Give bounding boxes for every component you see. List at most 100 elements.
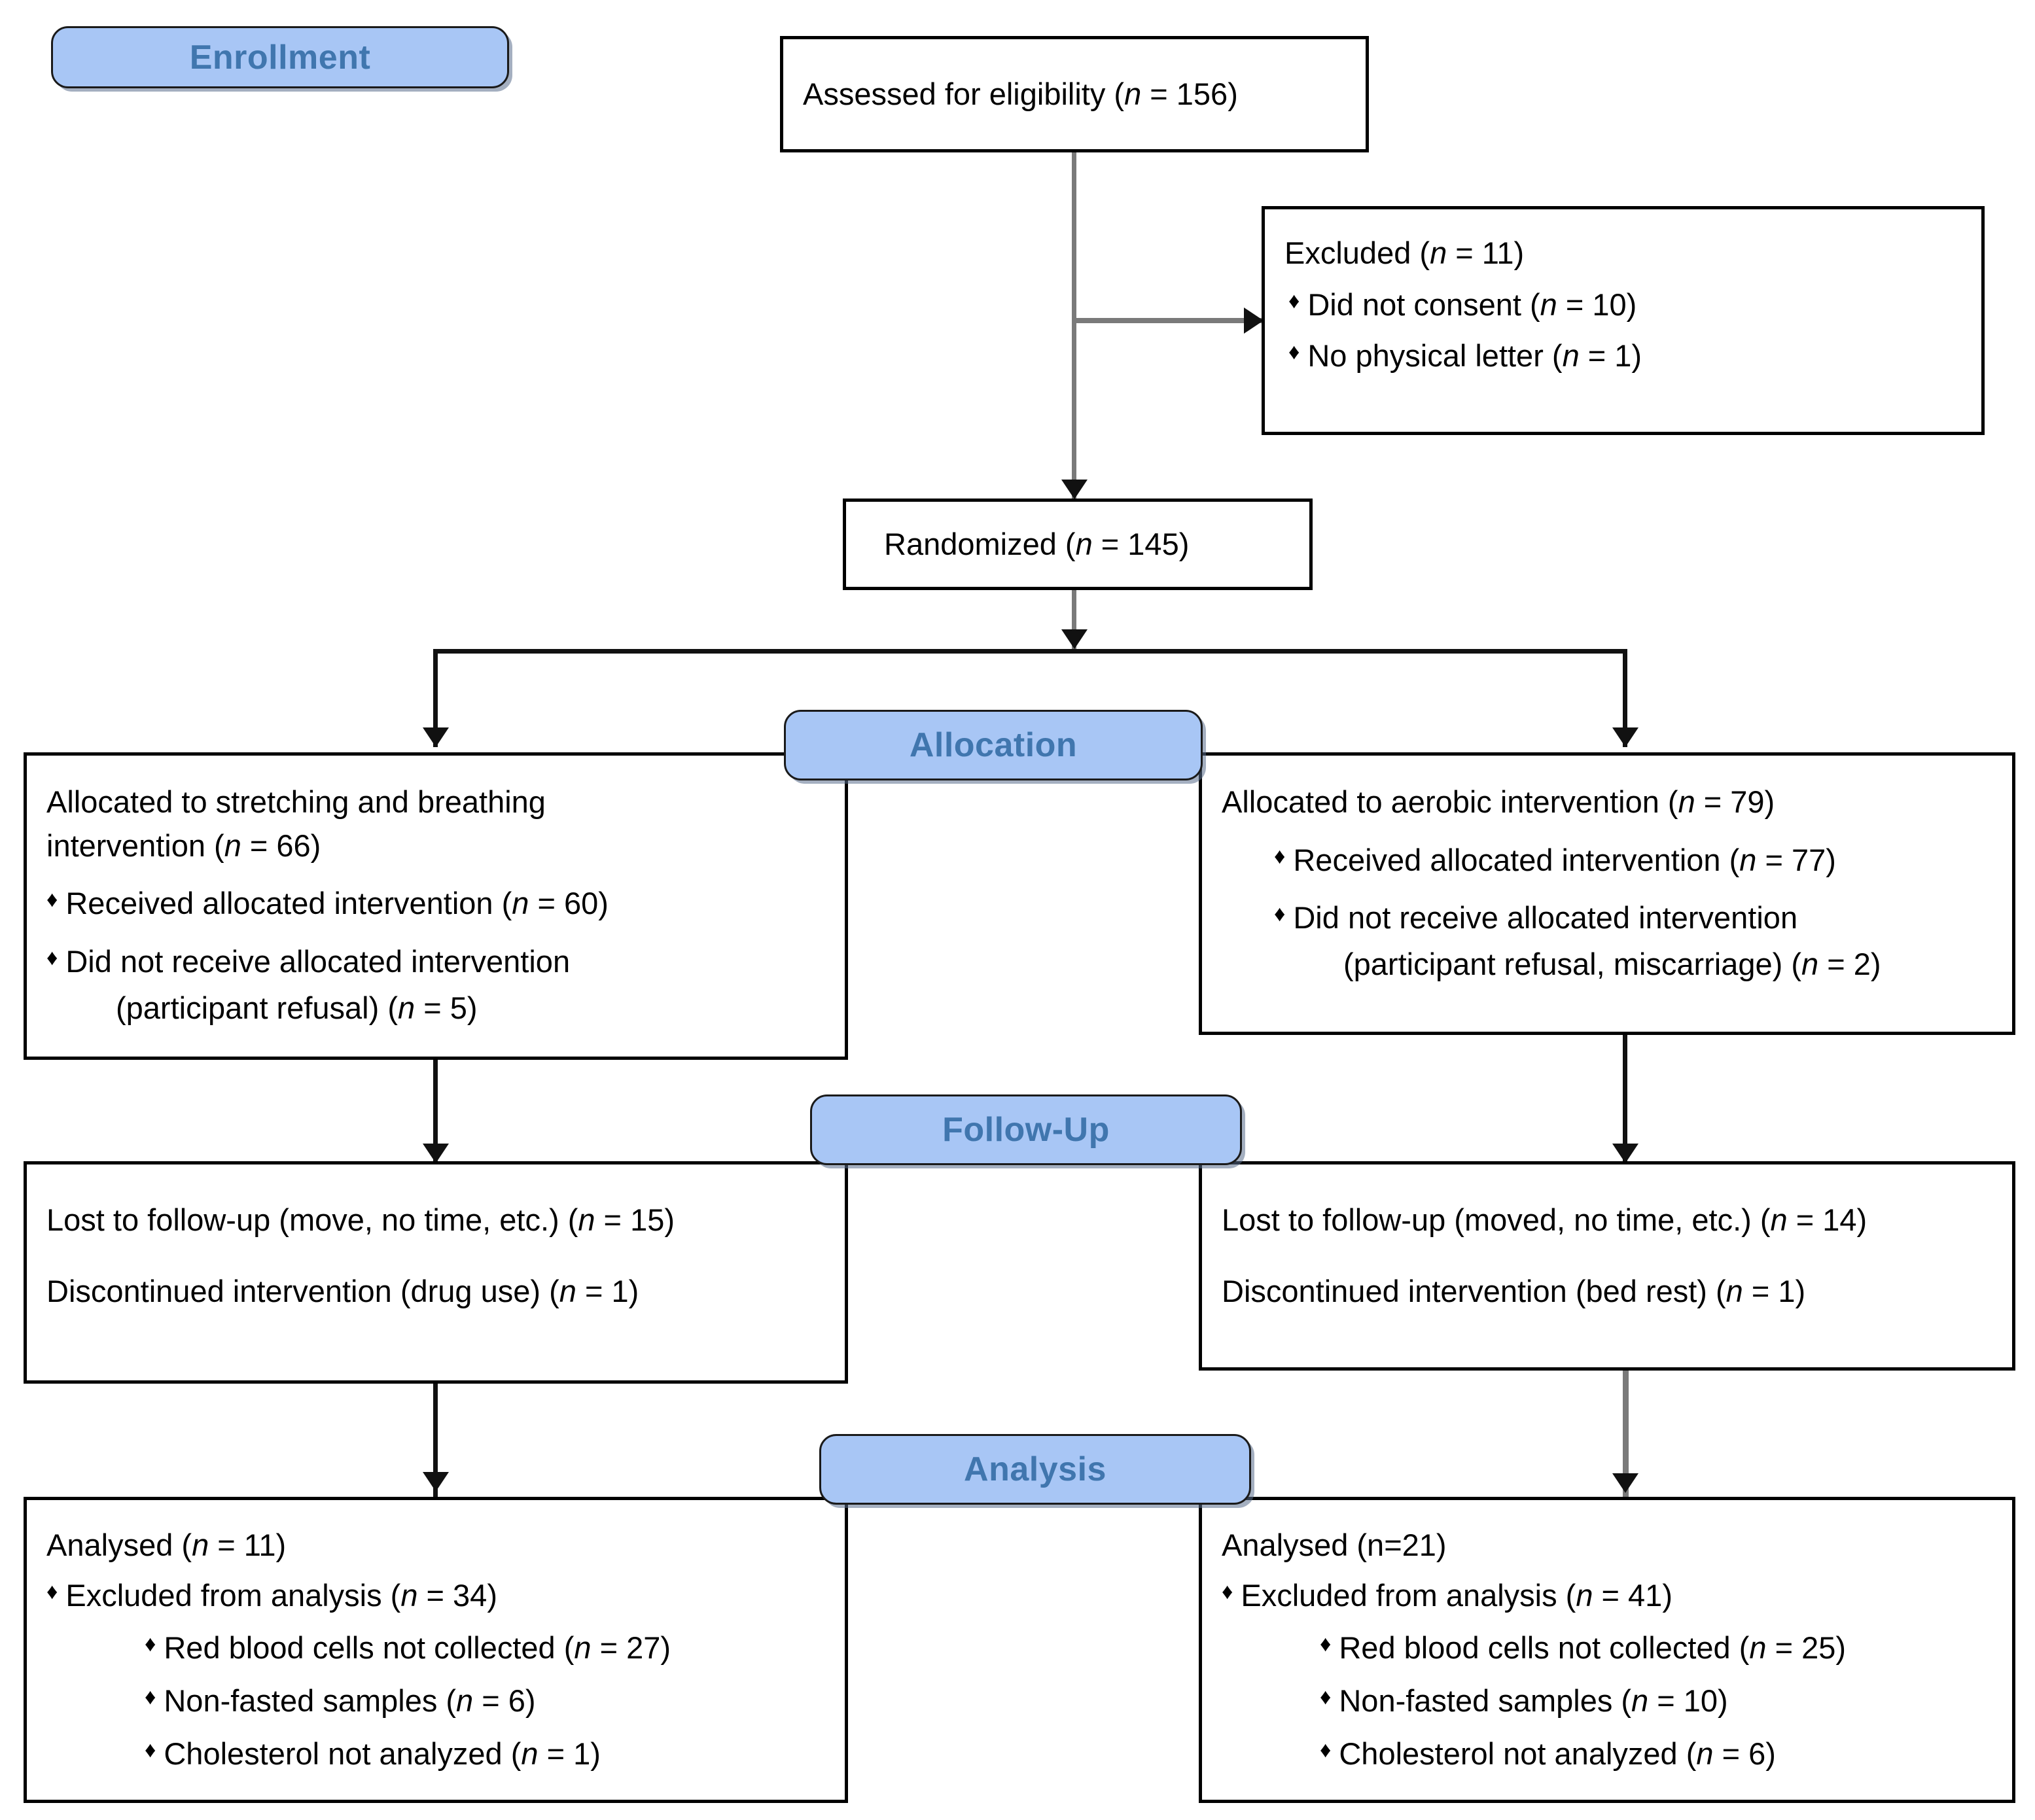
excluded-item: ♦ Did not consent (n = 10) (1288, 283, 1962, 327)
analysis-left-sub-0-tail: = 27) (591, 1630, 671, 1666)
allocation-left-title-tail: = 66) (241, 828, 321, 863)
allocation-right-cont-lead: (participant refusal, miscarriage) ( (1343, 947, 1801, 982)
stage-badge-analysis: Analysis (819, 1434, 1251, 1505)
spacer (46, 1242, 825, 1270)
excluded-item-1-tail: = 1) (1579, 338, 1642, 374)
assessed-n-italic: n (1124, 76, 1142, 111)
followup-right-line1-lead: Lost to follow-up (moved, no time, etc.)… (1222, 1202, 1771, 1237)
excluded-title: Excluded (n = 11) (1284, 232, 1962, 275)
allocation-left-item-0-tail: = 60) (529, 886, 609, 921)
allocation-left-item: ♦ Did not receive allocated intervention (46, 940, 825, 984)
allocation-right-cont-n-italic: n (1801, 947, 1819, 982)
connector-randomized-to-split (1072, 590, 1076, 649)
box-excluded: Excluded (n = 11) ♦ Did not consent (n =… (1262, 206, 1985, 435)
analysis-left-sub-item: ♦ Cholesterol not analyzed (n = 1) (145, 1732, 825, 1776)
diamond-bullet-icon: ♦ (46, 887, 58, 913)
box-followup-right: Lost to follow-up (moved, no time, etc.)… (1199, 1161, 2015, 1371)
connector-to-excluded (1074, 318, 1264, 323)
analysis-right-sub-0-lead: Red blood cells not collected ( (1339, 1630, 1750, 1666)
stage-badge-allocation: Allocation (784, 710, 1203, 780)
analysis-right-sub-1-n-italic: n (1631, 1683, 1649, 1719)
arrowhead-randomized-split (1061, 629, 1088, 649)
allocation-right-title-n-italic: n (1678, 784, 1695, 819)
analysis-right-sub-1-text: Non-fasted samples (n = 10) (1339, 1679, 1727, 1723)
arrowhead-followup-left (423, 1144, 449, 1163)
diamond-bullet-icon: ♦ (46, 945, 58, 971)
allocation-left-item-0-n-italic: n (512, 886, 529, 921)
connector-assessed-to-randomized (1072, 152, 1076, 499)
diamond-bullet-icon: ♦ (145, 1685, 156, 1710)
allocation-left-item: ♦ Received allocated intervention (n = 6… (46, 882, 825, 926)
followup-right-line1-tail: = 14) (1787, 1202, 1867, 1237)
followup-right-line2-n-italic: n (1725, 1273, 1743, 1308)
analysis-left-sub-2-text: Cholesterol not analyzed (n = 1) (164, 1732, 601, 1776)
analysis-right-excluded-lead: Excluded from analysis ( (1241, 1577, 1576, 1613)
analysis-right-sub-2-n-italic: n (1696, 1736, 1714, 1771)
excluded-title-tail: = 11) (1447, 236, 1525, 270)
diamond-bullet-icon: ♦ (1274, 901, 1286, 927)
followup-left-line2-tail: = 1) (576, 1273, 639, 1308)
allocation-left-title-line1: Allocated to stretching and breathing (46, 784, 546, 819)
spacer (1222, 1242, 1992, 1270)
followup-left-line2-lead: Discontinued intervention (drug use) ( (46, 1273, 559, 1308)
followup-left-line1-tail: = 15) (595, 1202, 675, 1237)
followup-right-line2: Discontinued intervention (bed rest) (n … (1222, 1270, 1992, 1314)
analysis-right-excluded: ♦ Excluded from analysis (n = 41) (1222, 1574, 1992, 1618)
analysis-left-sub-0-n-italic: n (574, 1630, 592, 1666)
followup-left-line2-n-italic: n (559, 1273, 576, 1308)
arrowhead-analysis-right (1612, 1473, 1638, 1493)
allocation-left-title-line2: intervention (n = 66) (46, 824, 825, 868)
box-allocation-right: Allocated to aerobic intervention (n = 7… (1199, 752, 2015, 1035)
stage-badge-enrollment-label: Enrollment (189, 38, 371, 77)
followup-right-line1-n-italic: n (1770, 1202, 1788, 1237)
allocation-left-cont-lead: (participant refusal) ( (116, 990, 398, 1025)
excluded-item-0-lead: Did not consent ( (1307, 287, 1540, 322)
diamond-bullet-icon: ♦ (1288, 288, 1300, 313)
box-randomized: Randomized (n = 145) (843, 499, 1313, 590)
assessed-lead: Assessed for eligibility ( (803, 76, 1125, 111)
allocation-right-item-0-tail: = 77) (1756, 842, 1836, 877)
followup-left-line1: Lost to follow-up (move, no time, etc.) … (46, 1199, 825, 1242)
allocation-right-cont-tail: = 2) (1818, 947, 1881, 982)
excluded-title-n-italic: n (1430, 236, 1447, 270)
box-analysis-left: Analysed (n = 11) ♦ Excluded from analys… (24, 1497, 848, 1803)
allocation-right-title-tail: = 79) (1695, 784, 1775, 819)
analysis-right-title: Analysed (n=21) (1222, 1528, 1447, 1562)
allocation-right-title: Allocated to aerobic intervention (n = 7… (1222, 780, 1992, 824)
arrowhead-followup-right (1612, 1144, 1638, 1163)
analysis-right-sub-2-tail: = 6) (1713, 1736, 1776, 1771)
assessed-tail: = 156) (1141, 76, 1238, 111)
diamond-bullet-icon: ♦ (1320, 1737, 1332, 1762)
box-analysis-right: Analysed (n=21) ♦ Excluded from analysis… (1199, 1497, 2015, 1803)
allocation-right-item-1-continuation: (participant refusal, miscarriage) (n = … (1343, 943, 1992, 987)
stage-badge-analysis-label: Analysis (964, 1450, 1106, 1488)
excluded-item-text: Did not consent (n = 10) (1307, 283, 1637, 327)
connector-split-left-leg (433, 649, 438, 747)
allocation-left-cont-n-italic: n (398, 990, 416, 1025)
connector-split-right-leg (1623, 649, 1627, 747)
box-followup-left: Lost to follow-up (move, no time, etc.) … (24, 1161, 848, 1384)
analysis-left-title-tail: = 11) (209, 1528, 287, 1562)
analysis-right-sub-0-tail: = 25) (1766, 1630, 1847, 1666)
stage-badge-allocation-label: Allocation (909, 726, 1078, 764)
analysis-right-sub-2-text: Cholesterol not analyzed (n = 6) (1339, 1732, 1776, 1776)
allocation-right-title-lead: Allocated to aerobic intervention ( (1222, 784, 1678, 819)
allocation-right-item-0-lead: Received allocated intervention ( (1293, 842, 1740, 877)
followup-left-line2: Discontinued intervention (drug use) (n … (46, 1270, 825, 1314)
excluded-item-text: No physical letter (n = 1) (1307, 334, 1642, 378)
analysis-right-sub-2-lead: Cholesterol not analyzed ( (1339, 1736, 1697, 1771)
connector-followup-left-to-analysis (433, 1384, 438, 1514)
arrowhead-assessed-to-randomized (1061, 480, 1088, 499)
diamond-bullet-icon: ♦ (145, 1737, 156, 1762)
analysis-left-sub-1-tail: = 6) (473, 1683, 536, 1719)
connector-followup-right-to-analysis (1623, 1371, 1629, 1511)
connector-alloc-right-to-followup (1623, 1035, 1627, 1179)
diamond-bullet-icon: ♦ (145, 1632, 156, 1657)
analysis-left-sub-item: ♦ Red blood cells not collected (n = 27) (145, 1626, 825, 1670)
analysis-left-sub-item: ♦ Non-fasted samples (n = 6) (145, 1679, 825, 1723)
diamond-bullet-icon: ♦ (1320, 1632, 1332, 1657)
analysis-left-sub-1-lead: Non-fasted samples ( (164, 1683, 457, 1719)
analysis-left-excluded-n-italic: n (400, 1577, 418, 1613)
analysis-left-title: Analysed (n = 11) (46, 1524, 825, 1567)
assessed-text: Assessed for eligibility (n = 156) (803, 73, 1238, 116)
